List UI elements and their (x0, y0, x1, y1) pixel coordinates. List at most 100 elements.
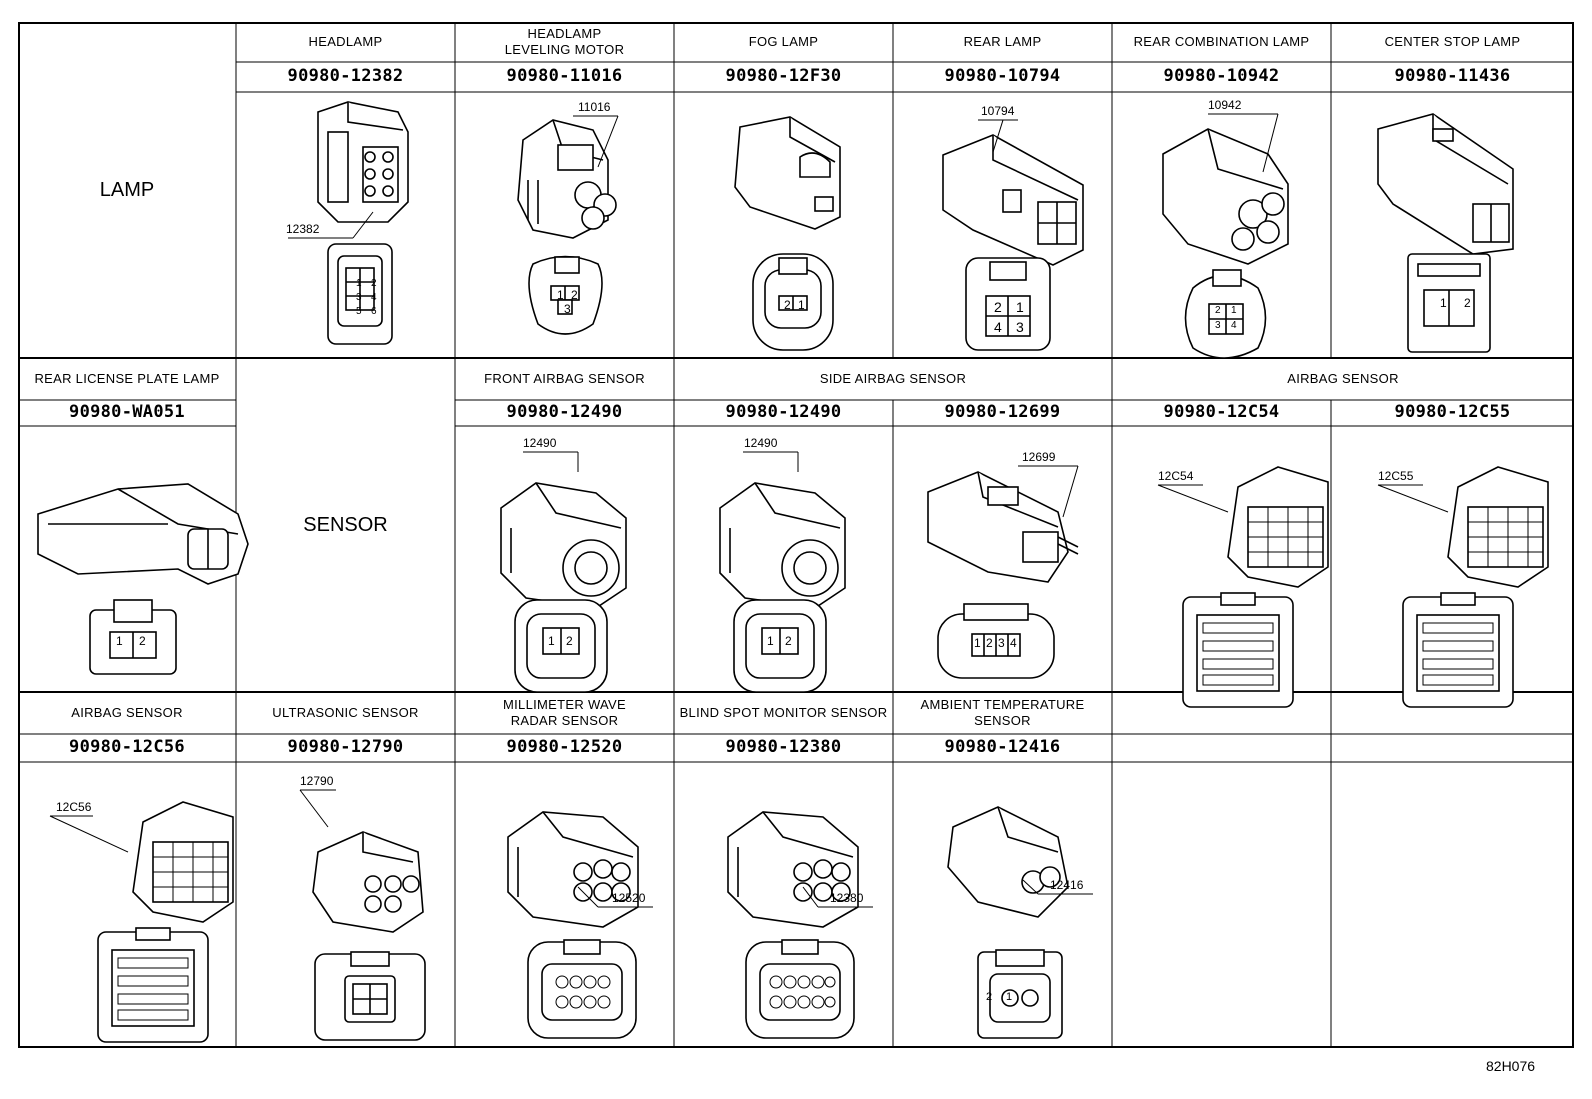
airbag-12c55-pin-face (1402, 592, 1514, 708)
connector-name: REAR LAMP (963, 33, 1042, 49)
callout-label: 12520 (612, 891, 646, 905)
part-number: 90980-12790 (287, 737, 404, 758)
callout-label: 10942 (1208, 98, 1242, 112)
pin-number: 2 (986, 636, 993, 650)
part-number: 90980-12520 (506, 737, 623, 758)
part-number: 90980-WA051 (69, 402, 185, 423)
side-airbag-pin-face (733, 599, 827, 693)
part-number: 90980-12490 (725, 402, 842, 423)
part-number: 90980-12F30 (725, 66, 842, 87)
pin-number: 4 (1010, 636, 1017, 650)
pin-number: 2 (1215, 305, 1221, 316)
pin-number: 2 (785, 634, 792, 648)
pin-number: 4 (994, 319, 1002, 335)
callout-label: 12C55 (1378, 469, 1414, 483)
part-number: 90980-11016 (506, 66, 623, 87)
connector-name: HEADLAMP LEVELING MOTOR (504, 25, 625, 57)
ambient-temperature-pin-face (977, 949, 1063, 1039)
connector-name: AIRBAG SENSOR (71, 704, 183, 720)
callout-label: 10794 (981, 104, 1015, 118)
callout-label: 12C56 (56, 800, 92, 814)
callout-label: 12490 (523, 436, 557, 450)
millimeter-wave-connector-drawing (507, 811, 639, 928)
pin-number: 2 (566, 634, 573, 648)
front-airbag-pin-face (514, 599, 608, 693)
callout-label: 12699 (1022, 450, 1056, 464)
pin-number: 1 (798, 298, 805, 312)
headlamp-pin-face (327, 243, 393, 345)
pin-number: 2 (1464, 296, 1471, 310)
airbag-12c56-connector-drawing (132, 801, 234, 923)
rear-license-plate-lamp-pin-face (89, 599, 177, 675)
part-number: 90980-12C55 (1394, 402, 1511, 423)
connector-name: AIRBAG SENSOR (1287, 370, 1399, 386)
ultrasonic-pin-face (314, 951, 426, 1041)
airbag-12c55-connector-drawing (1447, 466, 1549, 588)
table-grid (18, 22, 1574, 1048)
ambient-temperature-connector-drawing (947, 806, 1069, 918)
part-number: 90980-10942 (1163, 66, 1280, 87)
section-label-sensor: SENSOR (303, 513, 388, 536)
front-airbag-connector-drawing (500, 482, 627, 609)
rear-combination-lamp-pin-face (1184, 269, 1267, 359)
pin-number: 5 (356, 306, 362, 317)
pin-number: 1 (548, 634, 555, 648)
pin-number: 6 (371, 306, 377, 317)
part-number: 90980-12416 (944, 737, 1061, 758)
part-number: 90980-12490 (506, 402, 623, 423)
center-stop-lamp-connector-drawing (1377, 113, 1514, 255)
connector-name: CENTER STOP LAMP (1384, 33, 1521, 49)
rear-lamp-pin-face (965, 257, 1051, 351)
airbag-12c54-connector-drawing (1227, 466, 1329, 588)
connector-name: MILLIMETER WAVE RADAR SENSOR (503, 696, 626, 728)
connector-name: AMBIENT TEMPERATURE SENSOR (920, 696, 1085, 728)
pin-number: 2 (784, 298, 791, 312)
side-airbag-connector-drawing (719, 482, 846, 609)
connector-name: HEADLAMP (308, 33, 383, 49)
part-number: 90980-12699 (944, 402, 1061, 423)
callout-label: 12380 (830, 891, 864, 905)
part-number: 90980-11436 (1394, 66, 1511, 87)
pin-number: 2 (571, 288, 578, 302)
millimeter-wave-pin-face (527, 939, 637, 1039)
pin-number: 2 (139, 634, 146, 648)
pin-number: 4 (1231, 320, 1237, 331)
connector-name: REAR LICENSE PLATE LAMP (34, 370, 220, 386)
part-number: 90980-12380 (725, 737, 842, 758)
pin-number: 3 (356, 292, 362, 303)
pin-number: 1 (356, 278, 362, 289)
pin-number: 2 (994, 299, 1002, 315)
callout-label: 12416 (1050, 878, 1084, 892)
blind-spot-pin-face (745, 939, 855, 1039)
leveling-motor-connector-drawing (517, 119, 617, 239)
callout-label: 12C54 (1158, 469, 1194, 483)
side-airbag-12699-pin-face (937, 603, 1055, 679)
headlamp-connector-drawing (317, 101, 409, 223)
pin-number: 1 (1231, 305, 1237, 316)
pin-number: 3 (1016, 319, 1024, 335)
connector-name: FOG LAMP (748, 33, 819, 49)
ultrasonic-connector-drawing (312, 831, 424, 933)
callout-label: 12490 (744, 436, 778, 450)
pin-number: 3 (998, 636, 1005, 650)
blind-spot-connector-drawing (727, 811, 859, 928)
part-number: 90980-12C56 (69, 737, 185, 758)
callout-label: 11016 (578, 100, 611, 114)
pin-number: 1 (116, 634, 123, 648)
connector-name: REAR COMBINATION LAMP (1133, 33, 1310, 49)
leveling-motor-pin-face (528, 255, 603, 335)
figure-code: 82H076 (1486, 1058, 1536, 1074)
airbag-12c56-pin-face (97, 927, 209, 1043)
pin-number: 1 (767, 634, 774, 648)
connector-name: BLIND SPOT MONITOR SENSOR (679, 704, 888, 720)
pin-number: 4 (371, 292, 377, 303)
rear-license-plate-lamp-connector-drawing (37, 483, 249, 585)
pin-number: 1 (1440, 296, 1447, 310)
airbag-12c54-pin-face (1182, 592, 1294, 708)
section-label-lamp: LAMP (99, 178, 155, 201)
pin-number: 2 (371, 278, 377, 289)
rear-combination-lamp-connector-drawing (1162, 128, 1289, 265)
pin-number: 3 (564, 302, 571, 316)
pin-number: 1 (557, 288, 564, 302)
part-number: 90980-10794 (944, 66, 1061, 87)
